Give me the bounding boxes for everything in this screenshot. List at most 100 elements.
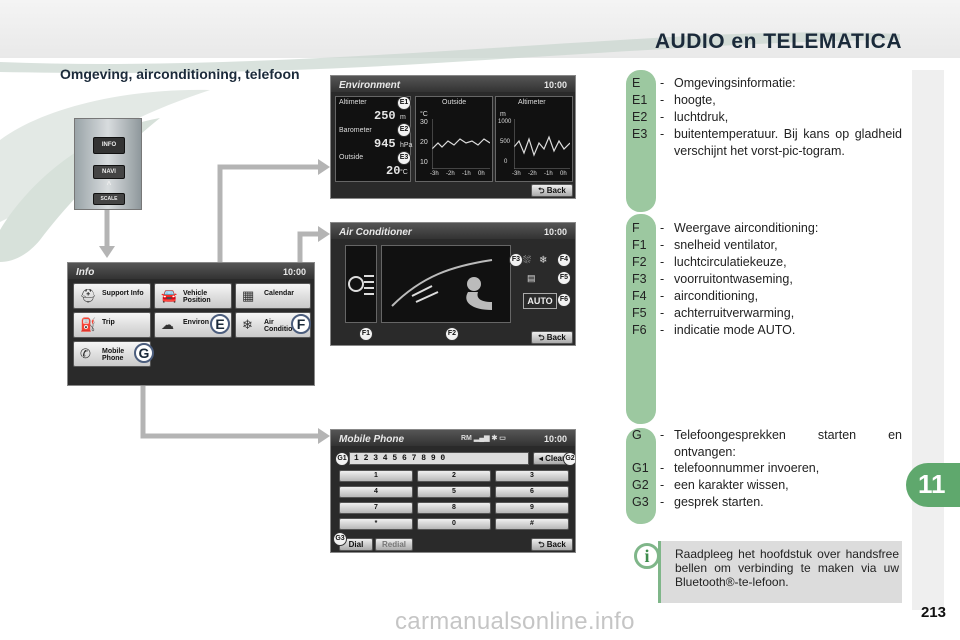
- outside-graph-tick: 20: [420, 139, 428, 146]
- navi-key[interactable]: NAVI: [93, 165, 125, 179]
- vehicle-position-button[interactable]: 🚘Vehicle Position: [154, 283, 232, 309]
- definition-item: E1-hoogte,: [630, 92, 902, 109]
- outside-graph-xtick: -3h: [430, 171, 439, 177]
- key-1[interactable]: 1: [339, 470, 413, 482]
- page-number: 213: [920, 604, 946, 621]
- ac-screen-title: Air Conditioner: [339, 227, 412, 238]
- note-box: Raadpleeg het hoofdstuk over handsfree b…: [658, 541, 902, 603]
- definition-text: luchtcirculatiekeuze,: [674, 255, 787, 269]
- outside-unit: °C: [400, 169, 408, 176]
- badge-g2: G2: [563, 452, 575, 466]
- clear-label: Clear: [545, 454, 566, 463]
- altimeter-graph-xtick: -1h: [544, 171, 553, 177]
- seat-airflow-icon: [391, 259, 493, 310]
- definition-key: G: [632, 428, 642, 442]
- definition-item: G2-een karakter wissen,: [630, 477, 902, 494]
- definition-text: Weergave airconditioning:: [674, 221, 819, 235]
- key-0[interactable]: 0: [417, 518, 491, 530]
- dash: -: [660, 93, 665, 107]
- number-input[interactable]: 1 2 3 4 5 6 7 8 9 0: [349, 452, 529, 465]
- key-5[interactable]: 5: [417, 486, 491, 498]
- phone-back-button[interactable]: ⮌ Back: [531, 538, 573, 551]
- number-value: 1 2 3 4 5 6 7 8 9 0: [354, 454, 446, 463]
- definition-text: indicatie mode AUTO.: [674, 323, 796, 337]
- air-icon: ❄: [242, 317, 253, 332]
- ac-screen-bar: [331, 223, 575, 239]
- section-title: Omgeving, airconditioning, telefoon: [60, 66, 300, 82]
- definition-list-e: E-Omgevingsinformatie: E1-hoogte, E2-luc…: [630, 75, 902, 159]
- definition-item: E-Omgevingsinformatie:: [630, 75, 902, 92]
- key-7[interactable]: 7: [339, 502, 413, 514]
- definition-key: G3: [632, 495, 649, 509]
- definition-text: luchtdruk,: [674, 110, 729, 124]
- trip-icon: ⛽: [80, 317, 97, 332]
- key-6[interactable]: 6: [495, 486, 569, 498]
- badge-g3: G3: [333, 532, 347, 546]
- ac-back-button[interactable]: ⮌ Back: [531, 331, 573, 344]
- altimeter-graph-xtick: -2h: [528, 171, 537, 177]
- badge-g1: G1: [335, 452, 349, 466]
- air-conditioner-screen: Air Conditioner 10:00 ⛆ ❄ ▤ AUTO F3 F4: [330, 222, 576, 346]
- env-back-button[interactable]: ⮌ Back: [531, 184, 573, 197]
- environment-icon: ☁: [161, 317, 174, 332]
- barometer-unit: hPa: [400, 142, 413, 149]
- key-3[interactable]: 3: [495, 470, 569, 482]
- definition-list-g: G-Telefoongesprekken starten en ontvange…: [630, 427, 902, 511]
- info-screen-title: Info: [76, 267, 95, 278]
- info-icon: i: [634, 543, 660, 569]
- key-hash[interactable]: #: [495, 518, 569, 530]
- key-9[interactable]: 9: [495, 502, 569, 514]
- badge-f6: F6: [557, 293, 571, 307]
- outside-graph-tick: 10: [420, 159, 428, 166]
- fan-icon: [348, 275, 374, 295]
- dash: -: [660, 461, 665, 475]
- badge-f4: F4: [557, 253, 571, 267]
- key-8[interactable]: 8: [417, 502, 491, 514]
- definition-list-f: F-Weergave airconditioning: F1-snelheid …: [630, 220, 902, 339]
- calendar-label: Calendar: [264, 290, 294, 297]
- trip-label: Trip: [102, 319, 115, 326]
- up-chevron-icon: ^: [106, 180, 112, 189]
- key-4[interactable]: 4: [339, 486, 413, 498]
- badge-f2: F2: [445, 327, 459, 341]
- ac-snowflake-icon: ❄: [539, 255, 548, 266]
- key-2[interactable]: 2: [417, 470, 491, 482]
- altimeter-graph-xtick: 0h: [560, 171, 567, 177]
- definition-text: Telefoongesprekken starten en ontvangen:: [674, 428, 902, 459]
- info-key[interactable]: INFO: [93, 137, 125, 154]
- airflow-panel: [381, 245, 511, 323]
- definition-item: F3-voorruitontwaseming,: [630, 271, 902, 288]
- definition-text: voorruitontwaseming,: [674, 272, 793, 286]
- calendar-button[interactable]: ▦ Calendar: [235, 283, 311, 309]
- dash: -: [660, 495, 665, 509]
- definition-key: F5: [632, 306, 647, 320]
- section-tab-e: [626, 70, 656, 212]
- dash: -: [660, 127, 665, 141]
- dash: -: [660, 478, 665, 492]
- ac-back-label: Back: [546, 333, 566, 342]
- clear-button[interactable]: ◂ Clear: [533, 452, 571, 465]
- dash: -: [660, 238, 665, 252]
- support-info-button[interactable]: ⛑Support Info: [73, 283, 151, 309]
- outside-value: 20: [386, 164, 401, 178]
- dash: -: [660, 289, 665, 303]
- dashboard-panel: INFO NAVI ^ SCALE: [74, 118, 142, 210]
- scale-key[interactable]: SCALE: [93, 193, 125, 205]
- env-screen-bar: [331, 76, 575, 92]
- watermark: carmanualsonline.info: [395, 608, 635, 635]
- dash: -: [660, 76, 665, 90]
- dash: -: [660, 306, 665, 320]
- key-star[interactable]: *: [339, 518, 413, 530]
- page-header-title: AUDIO en TELEMATICA: [654, 30, 902, 53]
- trip-button[interactable]: ⛽ Trip: [73, 312, 151, 338]
- chapter-number: 11: [918, 469, 946, 499]
- phone-back-label: Back: [546, 540, 566, 549]
- definition-key: E: [632, 76, 641, 90]
- calendar-icon: ▦: [242, 288, 255, 303]
- redial-button[interactable]: Redial: [375, 538, 413, 551]
- mobile-phone-label: Mobile Phone: [102, 348, 125, 362]
- outside-graph-tick: 30: [420, 119, 428, 126]
- definition-item: E2-luchtdruk,: [630, 109, 902, 126]
- chapter-tab[interactable]: 11: [906, 463, 960, 507]
